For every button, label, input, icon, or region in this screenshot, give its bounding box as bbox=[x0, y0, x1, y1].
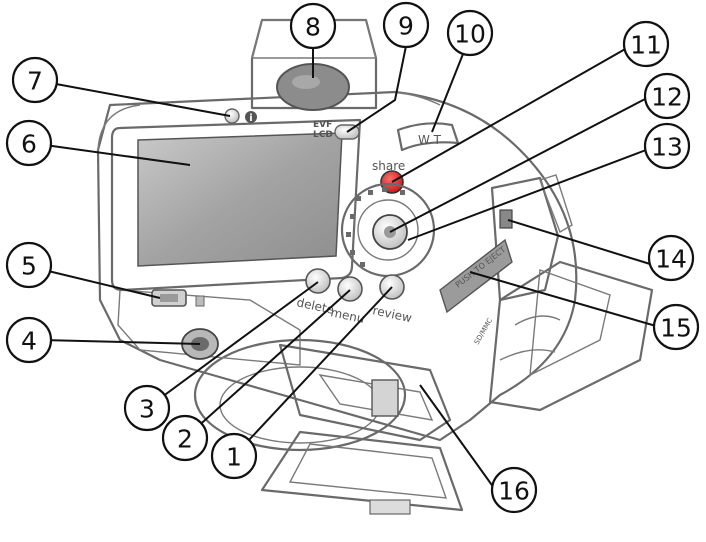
callout-4: 4 bbox=[5, 316, 53, 364]
callouts: 1 2 3 4 5 6 7 8 9 10 11 12 13 14 15 16 bbox=[5, 1, 700, 514]
lcd-label: LCD bbox=[313, 130, 333, 140]
callout-10: 10 bbox=[446, 9, 494, 57]
leader-lines bbox=[41, 45, 657, 489]
sd-label: SD/MMC bbox=[473, 317, 495, 346]
callout-3-label: 3 bbox=[139, 395, 155, 424]
callout-14-label: 14 bbox=[655, 245, 687, 274]
callout-1-label: 1 bbox=[226, 443, 242, 472]
lcd-screen bbox=[110, 118, 362, 292]
review-label: review bbox=[371, 303, 413, 325]
callout-8: 8 bbox=[289, 2, 337, 50]
callout-12: 12 bbox=[643, 72, 691, 120]
callout-9: 9 bbox=[382, 1, 430, 49]
share-label: share bbox=[372, 159, 405, 173]
callout-16-label: 16 bbox=[498, 477, 530, 506]
callout-5-label: 5 bbox=[21, 252, 37, 281]
callout-8-label: 8 bbox=[305, 13, 321, 42]
menu-label: menu bbox=[329, 305, 365, 326]
callout-7: 7 bbox=[11, 56, 59, 104]
callout-15: 15 bbox=[652, 303, 700, 351]
callout-11-label: 11 bbox=[630, 31, 662, 60]
side-door-flap[interactable] bbox=[488, 260, 654, 412]
zoom-lever[interactable]: W T bbox=[396, 122, 460, 152]
callout-2: 2 bbox=[161, 414, 209, 462]
sd-card-slot: PUSH TO EJECT SD/MMC bbox=[439, 238, 513, 346]
callout-12-label: 12 bbox=[651, 83, 683, 112]
share-button[interactable]: share bbox=[372, 159, 405, 194]
callout-4-label: 4 bbox=[21, 327, 37, 356]
callout-1: 1 bbox=[210, 432, 258, 480]
camera-body bbox=[96, 90, 578, 442]
callout-3: 3 bbox=[123, 384, 171, 432]
strap-post bbox=[151, 289, 205, 307]
battery-compartment[interactable] bbox=[278, 343, 452, 442]
callout-9-label: 9 bbox=[398, 12, 414, 41]
callout-2-label: 2 bbox=[177, 425, 193, 454]
callout-11: 11 bbox=[622, 20, 670, 68]
callout-13: 13 bbox=[643, 122, 691, 170]
callout-16: 16 bbox=[490, 466, 538, 514]
callout-10-label: 10 bbox=[454, 20, 486, 49]
bottom-door-flap[interactable] bbox=[260, 430, 464, 515]
evf-label: EVF bbox=[313, 120, 332, 130]
callout-6: 6 bbox=[5, 119, 53, 167]
callout-6-label: 6 bbox=[21, 130, 37, 159]
zoom-label: W T bbox=[418, 133, 442, 147]
callout-5: 5 bbox=[5, 241, 53, 289]
menu-button[interactable]: menu bbox=[329, 276, 366, 326]
info-icon: i bbox=[249, 113, 252, 124]
callout-7-label: 7 bbox=[27, 67, 43, 96]
callout-14: 14 bbox=[647, 234, 695, 282]
delete-label: delete bbox=[295, 295, 335, 317]
review-button[interactable]: review bbox=[371, 274, 413, 325]
callout-15-label: 15 bbox=[660, 314, 692, 343]
callout-13-label: 13 bbox=[651, 133, 683, 162]
info-button[interactable]: i bbox=[224, 108, 257, 124]
